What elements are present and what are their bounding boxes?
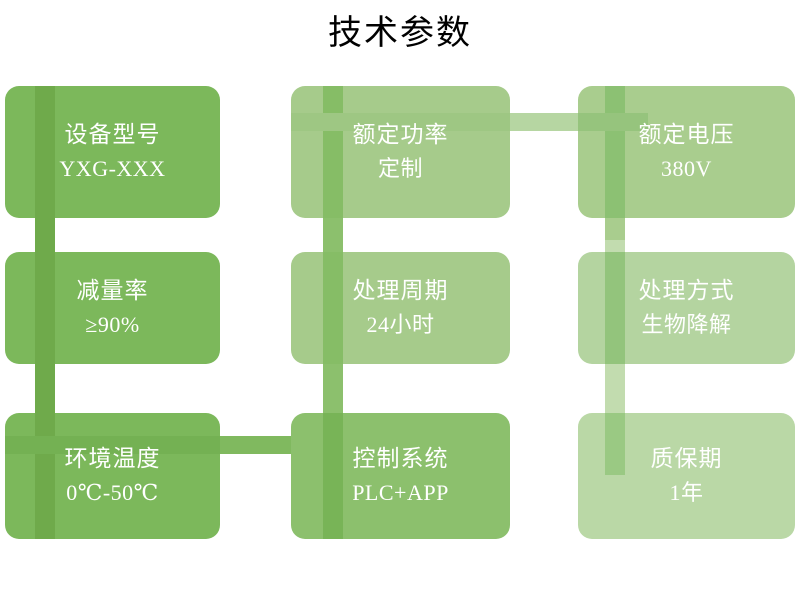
card-label-control-system: 控制系统 xyxy=(352,446,449,471)
card-label-treatment-method: 处理方式 xyxy=(638,278,735,303)
card-label-device-model: 设备型号 xyxy=(64,122,161,147)
card-accent-bar xyxy=(578,113,648,131)
card-value-control-system: PLC+APP xyxy=(352,480,449,505)
card-label-ambient-temperature: 环境温度 xyxy=(64,446,161,471)
card-label-warranty-period: 质保期 xyxy=(650,446,723,471)
card-accent-bar xyxy=(291,113,510,131)
card-accent-stripe xyxy=(35,86,55,218)
card-accent-stripe xyxy=(605,252,625,364)
card-label-treatment-cycle: 处理周期 xyxy=(352,278,449,303)
card-accent-bar xyxy=(5,436,220,454)
card-treatment-cycle[interactable]: 处理周期 24小时 xyxy=(291,252,510,364)
card-accent-stripe xyxy=(323,413,343,539)
card-treatment-method[interactable]: 处理方式 生物降解 xyxy=(578,252,795,364)
card-label-rated-voltage: 额定电压 xyxy=(638,122,735,147)
card-label-reduction-rate: 减量率 xyxy=(76,278,149,303)
page-title: 技术参数 xyxy=(328,15,472,52)
card-device-model[interactable]: 设备型号 YXG-XXX xyxy=(5,86,220,218)
card-rated-power[interactable]: 额定功率 定制 xyxy=(291,86,510,218)
card-ambient-temperature[interactable]: 环境温度 0℃-50℃ xyxy=(5,413,220,539)
card-value-rated-power: 定制 xyxy=(377,156,423,181)
card-value-treatment-method: 生物降解 xyxy=(641,312,732,337)
card-reduction-rate[interactable]: 减量率 ≥90% xyxy=(5,252,220,364)
card-label-rated-power: 额定功率 xyxy=(352,122,449,147)
card-warranty-period[interactable]: 质保期 1年 xyxy=(578,413,795,539)
card-control-system[interactable]: 控制系统 PLC+APP xyxy=(291,413,510,539)
card-value-treatment-cycle: 24小时 xyxy=(366,312,435,337)
card-value-device-model: YXG-XXX xyxy=(59,156,166,181)
card-value-rated-voltage: 380V xyxy=(661,156,712,181)
card-value-ambient-temperature: 0℃-50℃ xyxy=(66,480,159,505)
card-value-warranty-period: 1年 xyxy=(669,480,704,505)
card-accent-stripe xyxy=(323,252,343,364)
card-rated-voltage[interactable]: 额定电压 380V xyxy=(578,86,795,218)
card-value-reduction-rate: ≥90% xyxy=(85,312,140,337)
card-accent-stripe xyxy=(605,413,625,475)
card-accent-stripe xyxy=(35,252,55,364)
